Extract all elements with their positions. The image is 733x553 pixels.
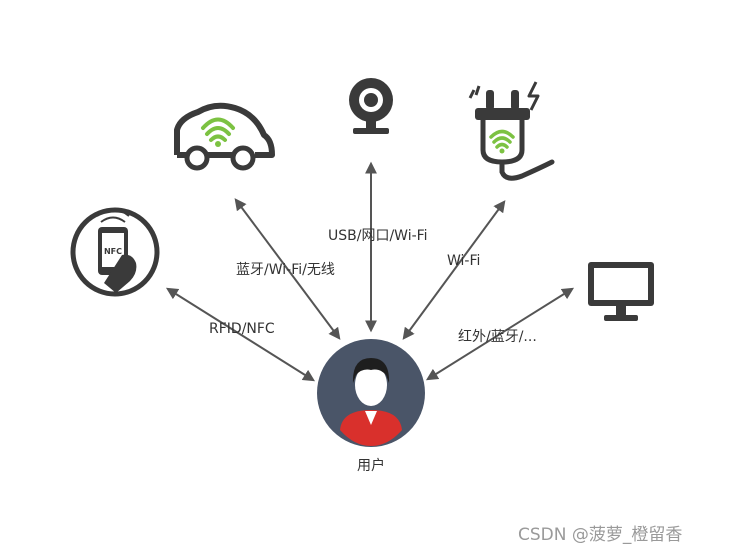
label-rfid-nfc: RFID/NFC — [209, 321, 275, 337]
arrow-car — [234, 198, 341, 340]
user-avatar-icon — [317, 339, 425, 447]
monitor-icon — [588, 262, 654, 321]
nfc-text: NFC — [104, 247, 122, 256]
webcam-icon — [349, 78, 393, 134]
watermark: CSDN @菠萝_橙留香 — [518, 525, 682, 545]
arrows — [165, 161, 575, 382]
arrow-plug — [402, 200, 506, 340]
label-plug-link: Wi-Fi — [447, 253, 480, 269]
label-webcam-link: USB/网口/Wi-Fi — [328, 228, 428, 244]
nfc-phone-icon: NFC — [70, 207, 160, 297]
arrow-monitor — [425, 287, 575, 381]
user-label: 用户 — [357, 457, 385, 474]
smart-plug-icon — [468, 81, 555, 181]
label-car-link: 蓝牙/Wi-Fi/无线 — [236, 262, 335, 278]
car-icon — [174, 102, 275, 171]
label-monitor-link: 红外/蓝牙/... — [458, 329, 537, 345]
